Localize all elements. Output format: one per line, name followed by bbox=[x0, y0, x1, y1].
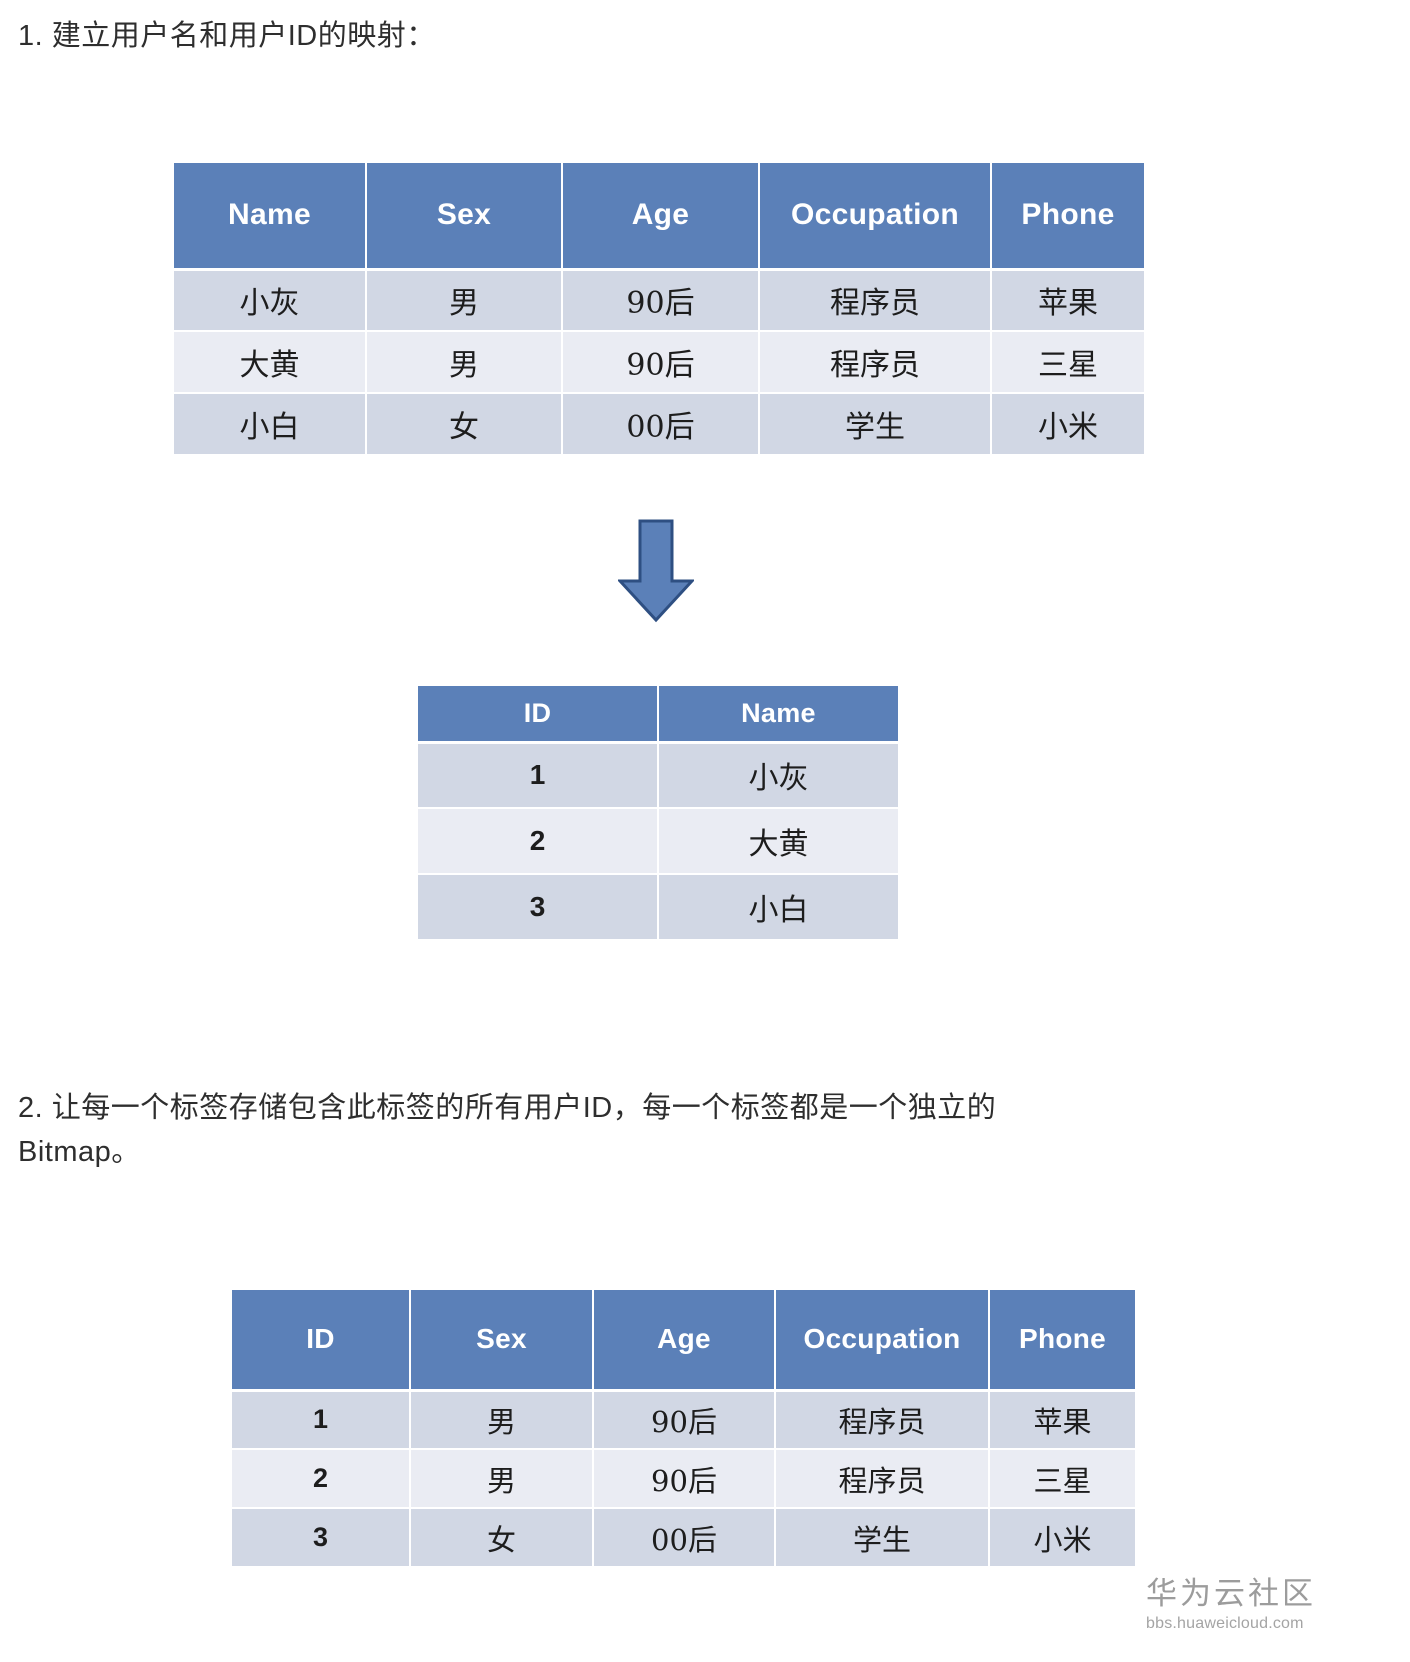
cell-id: 2 bbox=[418, 808, 659, 875]
table-header-row: ID Name bbox=[418, 686, 898, 744]
column-header-id: ID bbox=[232, 1290, 411, 1392]
cell-occupation: 学生 bbox=[759, 393, 992, 456]
cell-sex: 男 bbox=[410, 1449, 594, 1509]
cell-occupation: 学生 bbox=[775, 1508, 990, 1568]
cell-occupation: 程序员 bbox=[759, 269, 992, 332]
cell-occupation: 程序员 bbox=[775, 1449, 990, 1509]
cell-name: 小灰 bbox=[174, 269, 367, 332]
watermark-url: bbs.huaweicloud.com bbox=[1146, 1615, 1304, 1632]
arrow-down-icon bbox=[618, 519, 694, 623]
column-header-phone: Phone bbox=[991, 163, 1144, 271]
cell-occupation: 程序员 bbox=[759, 331, 992, 394]
tags-table: ID Sex Age Occupation Phone 1 男 90后 程序员 … bbox=[232, 1290, 1135, 1568]
table-row: 2 男 90后 程序员 三星 bbox=[232, 1449, 1135, 1509]
column-header-occupation: Occupation bbox=[775, 1290, 990, 1392]
column-header-sex: Sex bbox=[366, 163, 563, 271]
watermark: 华为云社区 bbs.huaweicloud.com bbox=[1146, 1576, 1356, 1634]
table-row: 1 男 90后 程序员 苹果 bbox=[232, 1390, 1135, 1450]
table-row: 2 大黄 bbox=[418, 808, 898, 875]
cell-id: 1 bbox=[232, 1390, 411, 1450]
table-header-row: ID Sex Age Occupation Phone bbox=[232, 1290, 1135, 1392]
watermark-title: 华为云社区 bbox=[1146, 1576, 1316, 1611]
cell-age: 90后 bbox=[562, 331, 760, 394]
cell-sex: 男 bbox=[410, 1390, 594, 1450]
table-row: 3 女 00后 学生 小米 bbox=[232, 1508, 1135, 1568]
cell-phone: 小米 bbox=[991, 393, 1144, 456]
cell-age: 00后 bbox=[562, 393, 760, 456]
table-row: 小白 女 00后 学生 小米 bbox=[174, 393, 1144, 456]
cell-sex: 女 bbox=[410, 1508, 594, 1568]
heading-step-1: 1. 建立用户名和用户ID的映射： bbox=[18, 20, 436, 52]
cell-occupation: 程序员 bbox=[775, 1390, 990, 1450]
table-row: 3 小白 bbox=[418, 874, 898, 941]
cell-phone: 小米 bbox=[989, 1508, 1135, 1568]
cell-sex: 男 bbox=[366, 269, 563, 332]
cell-age: 90后 bbox=[593, 1449, 776, 1509]
cell-name: 小白 bbox=[658, 874, 898, 941]
column-header-phone: Phone bbox=[989, 1290, 1135, 1392]
id-name-table: ID Name 1 小灰 2 大黄 3 小白 bbox=[418, 686, 898, 941]
cell-age: 90后 bbox=[562, 269, 760, 332]
heading-step-2: 2. 让每一个标签存储包含此标签的所有用户ID，每一个标签都是一个独立的 Bit… bbox=[18, 1092, 997, 1168]
table-row: 小灰 男 90后 程序员 苹果 bbox=[174, 269, 1144, 332]
table-header-row: Name Sex Age Occupation Phone bbox=[174, 163, 1144, 271]
cell-sex: 男 bbox=[366, 331, 563, 394]
cell-name: 小灰 bbox=[658, 742, 898, 809]
column-header-name: Name bbox=[658, 686, 898, 744]
cell-age: 90后 bbox=[593, 1390, 776, 1450]
cell-name: 小白 bbox=[174, 393, 367, 456]
column-header-id: ID bbox=[418, 686, 659, 744]
cell-id: 2 bbox=[232, 1449, 411, 1509]
table-row: 大黄 男 90后 程序员 三星 bbox=[174, 331, 1144, 394]
cell-phone: 三星 bbox=[989, 1449, 1135, 1509]
column-header-occupation: Occupation bbox=[759, 163, 992, 271]
cell-id: 3 bbox=[232, 1508, 411, 1568]
cell-name: 大黄 bbox=[174, 331, 367, 394]
cell-phone: 苹果 bbox=[991, 269, 1144, 332]
column-header-name: Name bbox=[174, 163, 367, 271]
users-table: Name Sex Age Occupation Phone 小灰 男 90后 程… bbox=[174, 163, 1144, 456]
cell-phone: 三星 bbox=[991, 331, 1144, 394]
cell-id: 1 bbox=[418, 742, 659, 809]
cell-sex: 女 bbox=[366, 393, 563, 456]
cell-phone: 苹果 bbox=[989, 1390, 1135, 1450]
column-header-age: Age bbox=[593, 1290, 776, 1392]
table-row: 1 小灰 bbox=[418, 742, 898, 809]
column-header-age: Age bbox=[562, 163, 760, 271]
cell-age: 00后 bbox=[593, 1508, 776, 1568]
column-header-sex: Sex bbox=[410, 1290, 594, 1392]
cell-id: 3 bbox=[418, 874, 659, 941]
cell-name: 大黄 bbox=[658, 808, 898, 875]
